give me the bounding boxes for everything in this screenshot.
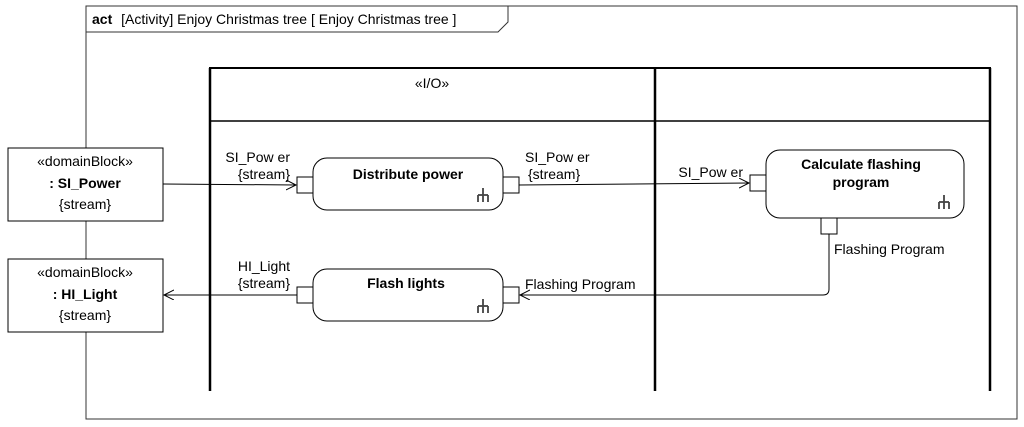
action-name: Distribute power	[353, 166, 464, 182]
rake-icon	[477, 188, 489, 202]
rake-icon	[477, 299, 489, 313]
frame-label: [Activity] Enjoy Christmas tree [ Enjoy …	[121, 11, 456, 27]
pin-label: Flashing Program	[834, 241, 945, 257]
flow-distribute-to-calculate[interactable]	[518, 183, 749, 185]
domain-block-si-power[interactable]: «domainBlock» : SI_Power {stream}	[7, 147, 164, 222]
action-name-line1: Calculate flashing	[801, 156, 921, 172]
flow-calculate-to-flash[interactable]	[520, 234, 830, 295]
block-constraint: {stream}	[59, 307, 111, 323]
pin-label: SI_Pow er	[225, 149, 290, 165]
output-pin-distribute-power[interactable]	[502, 176, 520, 194]
domain-block-hi-light[interactable]: «domainBlock» : HI_Light {stream}	[7, 258, 164, 333]
block-constraint: {stream}	[59, 196, 111, 212]
pin-label: Flashing Program	[525, 276, 636, 292]
action-distribute-power[interactable]: Distribute power	[312, 157, 504, 211]
action-name-line2: program	[833, 174, 890, 190]
output-pin-flash-lights[interactable]	[296, 286, 314, 304]
action-calculate-flashing-program[interactable]: Calculate flashing program	[765, 149, 965, 219]
frame-label-tab	[86, 6, 509, 33]
input-pin-distribute-power[interactable]	[296, 176, 314, 194]
partition-grid	[208, 67, 992, 391]
pin-label: {stream}	[238, 166, 290, 182]
input-pin-calculate-flashing[interactable]	[749, 174, 767, 192]
flow-si-power-to-distribute[interactable]	[162, 184, 296, 185]
frame-title: act [Activity] Enjoy Christmas tree [ En…	[92, 11, 456, 27]
rake-icon	[938, 195, 950, 209]
pin-label: HI_Light	[238, 258, 290, 274]
pin-label: {stream}	[238, 275, 290, 291]
pin-label: {stream}	[528, 166, 580, 182]
pin-label: SI_Pow er	[525, 149, 590, 165]
block-name: : SI_Power	[49, 175, 121, 191]
block-name: : HI_Light	[53, 286, 118, 302]
pin-label: SI_Pow er	[678, 164, 743, 180]
block-stereotype: «domainBlock»	[37, 264, 133, 280]
block-stereotype: «domainBlock»	[37, 153, 133, 169]
action-name: Flash lights	[367, 275, 445, 291]
action-flash-lights[interactable]: Flash lights	[312, 268, 504, 322]
output-pin-calculate-flashing[interactable]	[820, 217, 838, 235]
partition-header-io: «I/O»	[415, 75, 449, 91]
input-pin-flash-lights[interactable]	[502, 286, 520, 304]
frame-kind: act	[92, 11, 113, 27]
